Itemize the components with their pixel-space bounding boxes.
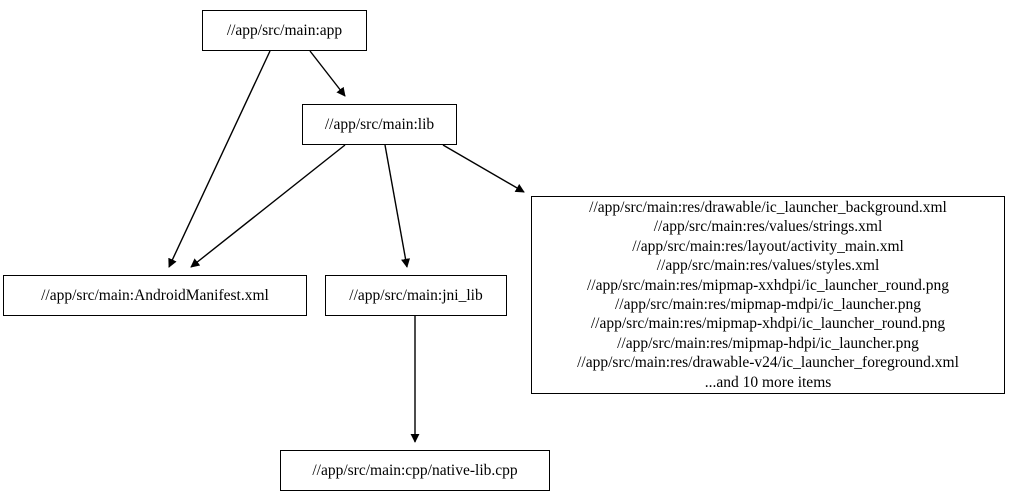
- graph-node-jni-lib[interactable]: //app/src/main:jni_lib: [325, 275, 507, 316]
- graph-node-native-lib-cpp-label: //app/src/main:cpp/native-lib.cpp: [312, 461, 518, 479]
- graph-node-lib-label: //app/src/main:lib: [324, 115, 435, 133]
- graph-node-native-lib-cpp[interactable]: //app/src/main:cpp/native-lib.cpp: [280, 450, 550, 491]
- graph-node-resources-cluster[interactable]: //app/src/main:res/drawable/ic_launcher_…: [531, 196, 1005, 394]
- graph-node-app-label: //app/src/main:app: [226, 21, 343, 39]
- edge-app-to-lib: [309, 50, 346, 97]
- graph-node-lib[interactable]: //app/src/main:lib: [302, 104, 457, 145]
- graph-node-resources-cluster-label: //app/src/main:res/drawable/ic_launcher_…: [577, 198, 959, 391]
- edge-lib-to-manifest: [190, 144, 346, 268]
- graph-node-app[interactable]: //app/src/main:app: [202, 10, 367, 51]
- edge-lib-to-jni-lib: [384, 144, 411, 268]
- graph-node-android-manifest-label: //app/src/main:AndroidManifest.xml: [41, 286, 269, 304]
- graph-node-jni-lib-label: //app/src/main:jni_lib: [349, 286, 483, 304]
- edge-lib-to-resources: [442, 144, 525, 193]
- edge-app-to-manifest: [168, 50, 271, 268]
- graph-node-android-manifest[interactable]: //app/src/main:AndroidManifest.xml: [3, 275, 307, 316]
